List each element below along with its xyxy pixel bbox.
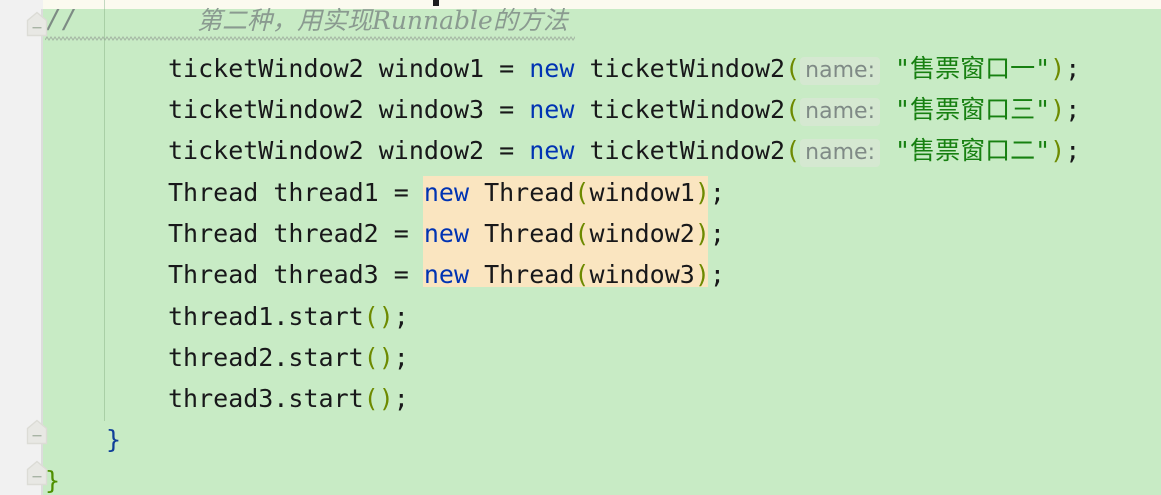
code-token-paren: (: [785, 136, 801, 165]
code-token-semi: ;: [1065, 95, 1081, 124]
fold-minus-icon: [26, 460, 48, 486]
code-token-kw: new: [423, 178, 470, 207]
code-token-str: "售票窗口二": [895, 136, 1051, 165]
code-token-semi: ;: [393, 302, 409, 331]
code-token-plain: Thread: [469, 219, 575, 248]
code-token-brace-g: }: [45, 466, 61, 495]
code-token-plain: ticketWindow2: [574, 54, 786, 83]
code-token-paren: (: [574, 219, 590, 248]
fold-minus-icon: [26, 419, 48, 445]
code-token-paren: ): [1050, 54, 1066, 83]
code-token-plain: thread2.start: [168, 343, 364, 372]
code-line-window2[interactable]: ticketWindow2 window2 = new ticketWindow…: [0, 130, 1161, 171]
code-token-kw: new: [529, 95, 575, 124]
spellcheck-squiggle-icon: [45, 36, 575, 41]
code-token-paren: (: [574, 178, 590, 207]
gutter-top-sliver: [0, 0, 43, 9]
gutter-divider: [41, 9, 43, 495]
code-token-plain: ticketWindow2: [574, 136, 786, 165]
parameter-name-hint[interactable]: name:: [800, 98, 880, 126]
fold-marker-method-block[interactable]: [26, 419, 48, 445]
code-token-brace-b: }: [106, 425, 122, 454]
caret-line-background: [43, 0, 1161, 9]
code-token-plain: ticketWindow2: [574, 95, 786, 124]
code-line-start1[interactable]: thread1.start();: [0, 296, 1161, 337]
indent-guide-line: [104, 9, 105, 421]
code-token-semi: ;: [393, 384, 409, 413]
parameter-name-hint[interactable]: name:: [800, 57, 880, 85]
code-token-semi: ;: [709, 178, 725, 207]
code-line-start2[interactable]: thread2.start();: [0, 337, 1161, 378]
new-thread-block-highlight: [423, 176, 708, 287]
fold-marker-comment-block[interactable]: [26, 11, 48, 37]
code-token-kw: new: [423, 219, 470, 248]
code-token-kw: new: [529, 136, 575, 165]
code-token-str: "售票窗口一": [895, 54, 1051, 83]
code-token-plain: Thread thread2 =: [168, 219, 424, 248]
code-line-thread2[interactable]: Thread thread2 = new Thread(window2);: [0, 213, 1161, 254]
code-line-window1[interactable]: ticketWindow2 window1 = new ticketWindow…: [0, 48, 1161, 89]
code-line-start3[interactable]: thread3.start();: [0, 378, 1161, 419]
code-token-paren: (: [785, 95, 801, 124]
code-token-plain: thread3.start: [168, 384, 364, 413]
code-line-window3[interactable]: ticketWindow2 window3 = new ticketWindow…: [0, 89, 1161, 130]
code-token-paren: (: [785, 54, 801, 83]
code-token-plain: ticketWindow2 window2 =: [168, 136, 530, 165]
code-line-thread3[interactable]: Thread thread3 = new Thread(window3);: [0, 254, 1161, 295]
code-token-semi: ;: [1065, 136, 1081, 165]
code-token-paren: ): [694, 260, 710, 289]
code-token-paren: (): [363, 302, 394, 331]
code-token-str: "售票窗口三": [895, 95, 1051, 124]
code-token-paren: ): [694, 219, 710, 248]
code-token-plain: window1: [589, 178, 695, 207]
code-token-paren: ): [1050, 136, 1066, 165]
code-token-paren: (: [574, 260, 590, 289]
parameter-name-hint[interactable]: name:: [800, 139, 880, 167]
code-token-semi: ;: [393, 343, 409, 372]
code-token-paren: (): [363, 384, 394, 413]
code-token-plain: ticketWindow2 window3 =: [168, 95, 530, 124]
code-token-plain: thread1.start: [168, 302, 364, 331]
comment-line[interactable]: // 第二种，用实现Runnable的方法: [0, 0, 568, 41]
code-line-thread1[interactable]: Thread thread1 = new Thread(window1);: [0, 172, 1161, 213]
code-token-plain: Thread thread3 =: [168, 260, 424, 289]
code-token-plain: ticketWindow2 window1 =: [168, 54, 530, 83]
code-token-kw: new: [529, 54, 575, 83]
code-token-plain: Thread: [469, 178, 575, 207]
code-token-semi: ;: [1065, 54, 1081, 83]
code-token-semi: ;: [709, 260, 725, 289]
fold-marker-class-block[interactable]: [26, 460, 48, 486]
code-token-plain: Thread thread1 =: [168, 178, 424, 207]
previous-line-sliver: [0, 0, 1161, 9]
editor-gutter[interactable]: [0, 9, 43, 495]
code-token-plain: window3: [589, 260, 695, 289]
code-token-paren: (): [363, 343, 394, 372]
code-line-close-class[interactable]: }: [0, 460, 1161, 495]
indent-guide-top-sliver: [104, 0, 105, 9]
fold-minus-icon: [26, 11, 48, 37]
comment-slashes: //: [46, 5, 78, 35]
code-token-plain: Thread: [469, 260, 575, 289]
code-token-plain: window2: [589, 219, 695, 248]
code-line-close-method[interactable]: }: [0, 419, 1161, 460]
code-token-paren: ): [694, 178, 710, 207]
code-token-semi: ;: [709, 219, 725, 248]
code-token-paren: ): [1050, 95, 1066, 124]
code-token-kw: new: [423, 260, 470, 289]
comment-text: 第二种，用实现Runnable的方法: [197, 6, 568, 35]
clipped-glyph-descender: [433, 0, 439, 6]
